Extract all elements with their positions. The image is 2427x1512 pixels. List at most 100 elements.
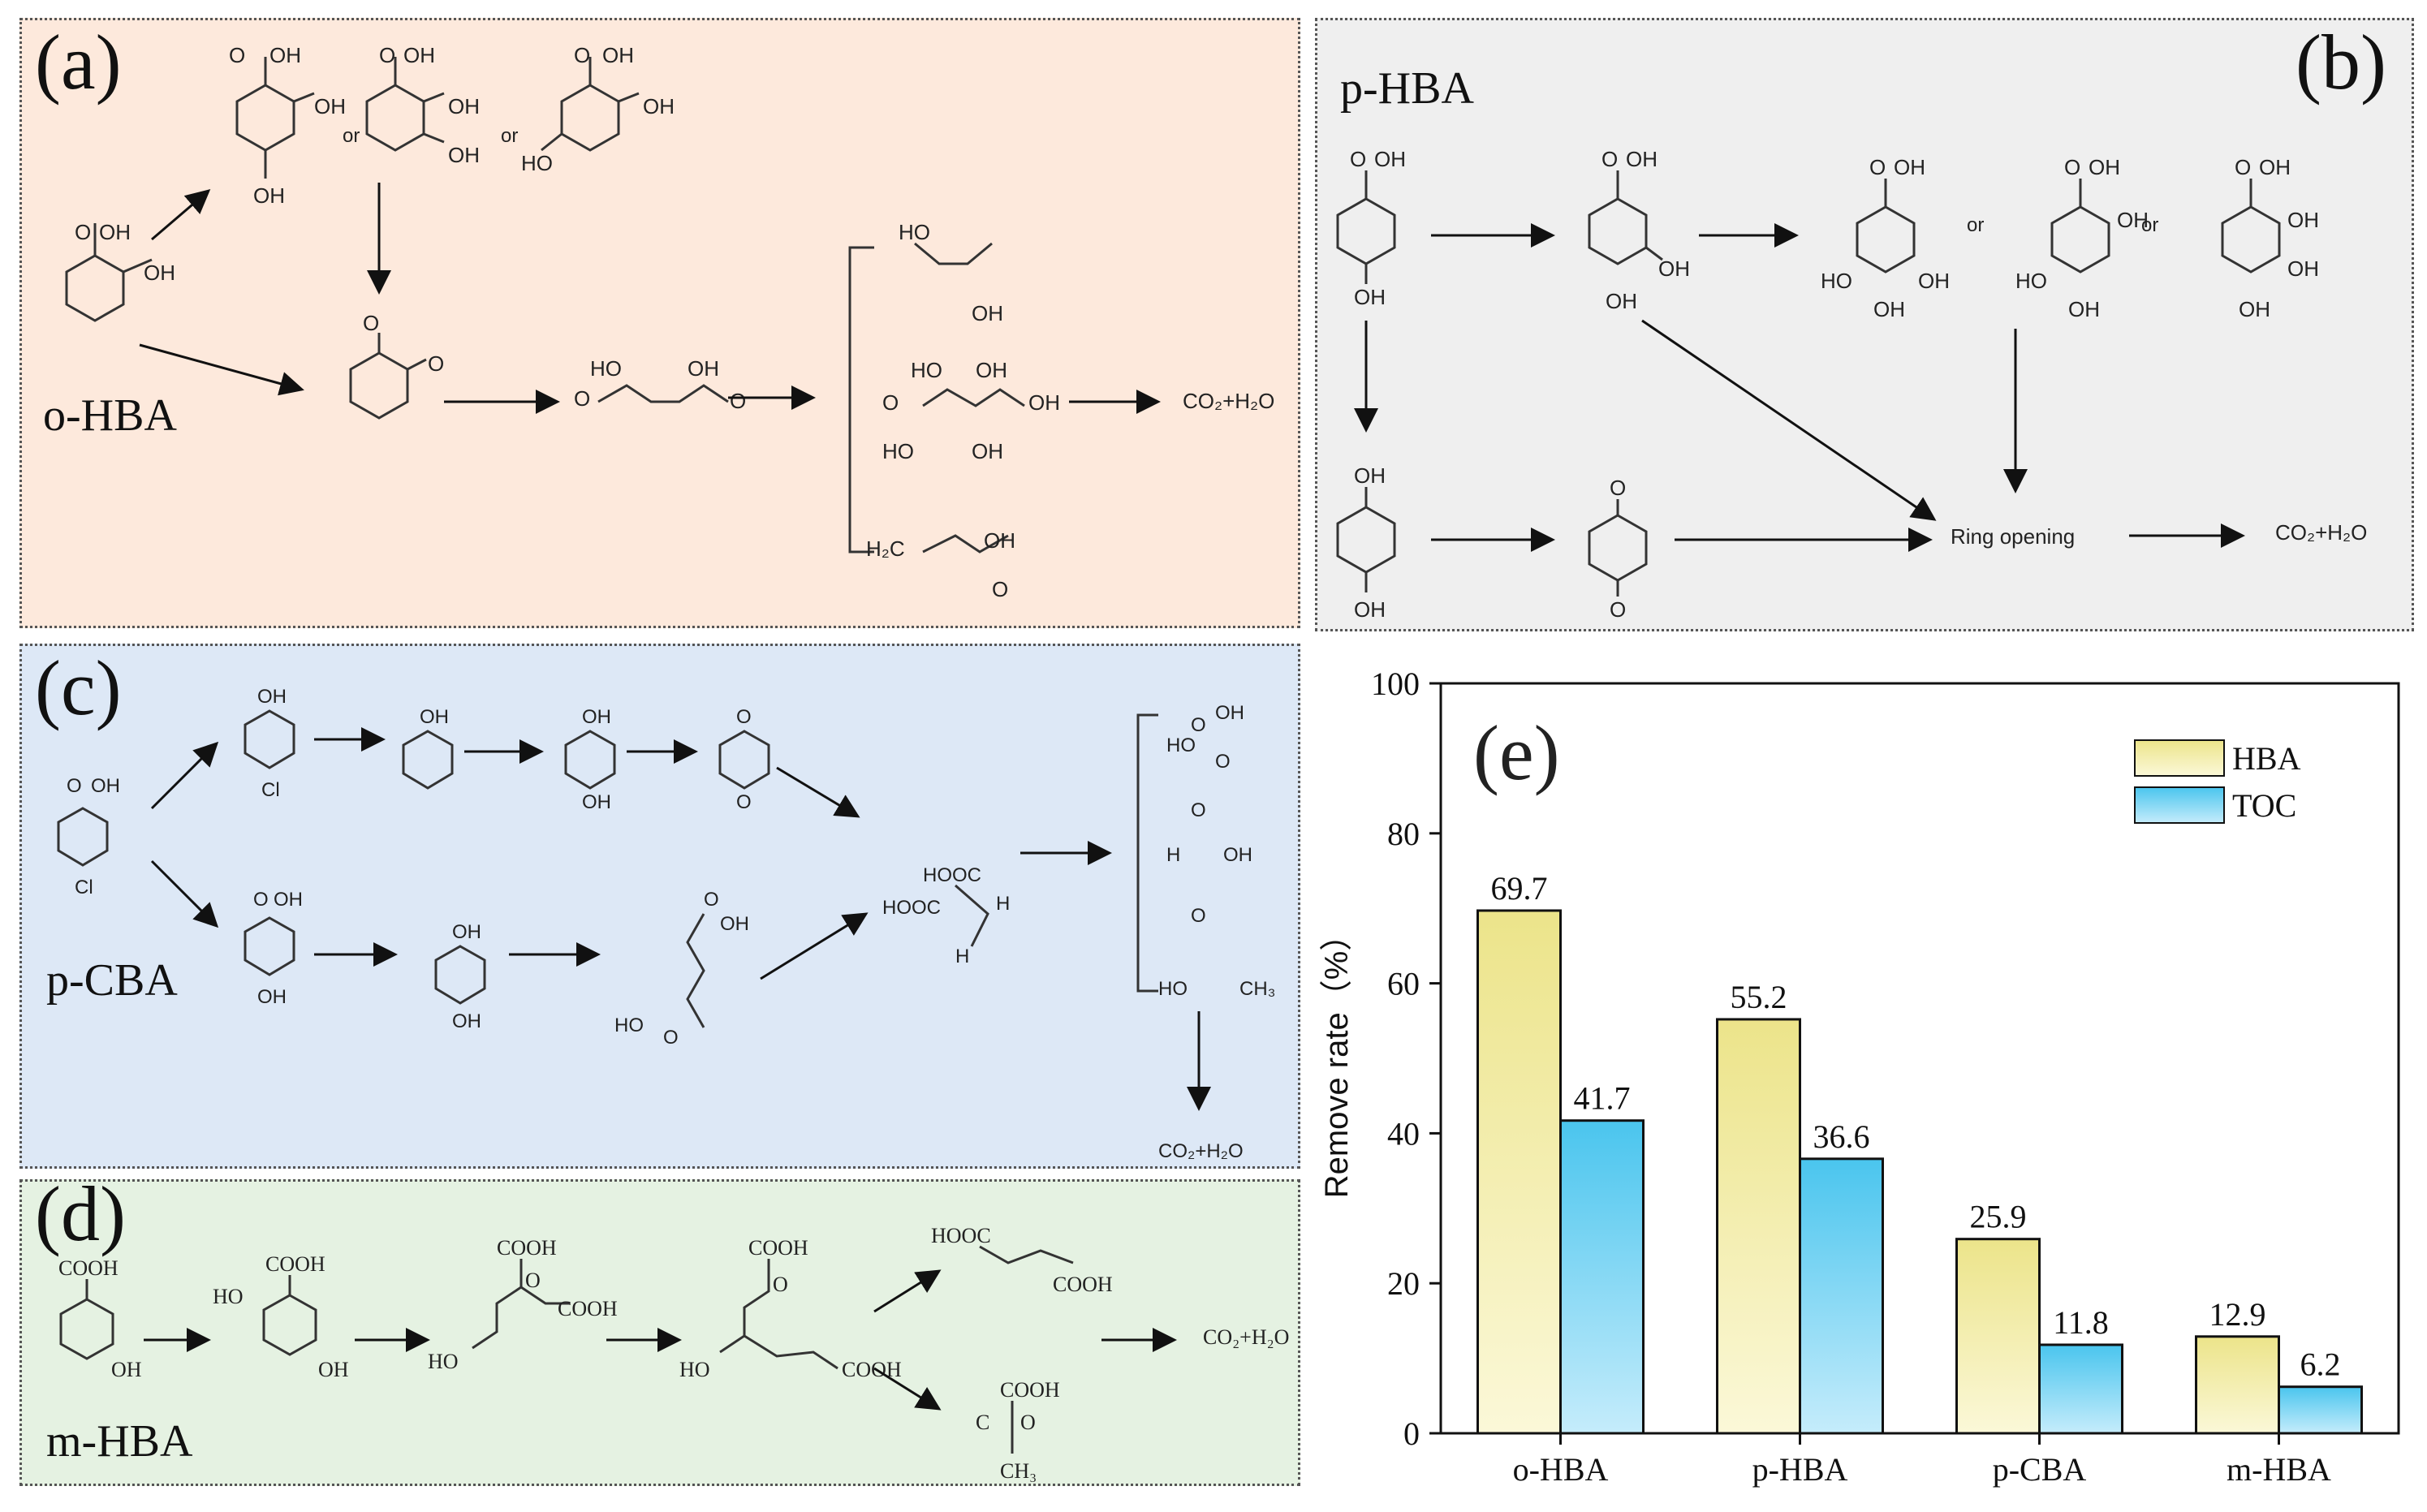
arrow-a1 [151, 189, 211, 241]
protocatechuic-ring [1588, 197, 1648, 265]
svg-text:O: O [663, 1027, 679, 1049]
svg-text:HOOC: HOOC [931, 1224, 991, 1247]
svg-text:HO: HO [590, 356, 622, 381]
legend-label-hba: HBA [2232, 740, 2301, 777]
svg-text:O: O [1350, 147, 1366, 171]
maleic-chain-c [955, 884, 989, 947]
svg-text:OH: OH [2287, 256, 2319, 281]
panel-a-label: (a) [35, 19, 122, 106]
svg-text:OH: OH [420, 706, 449, 728]
svg-text:OH: OH [144, 261, 175, 285]
gallic-ring [1856, 205, 1916, 274]
svg-text:OH: OH [448, 143, 480, 167]
svg-text:OH: OH [1606, 289, 1637, 313]
p-hba-ring-c [244, 916, 295, 976]
svg-text:O: O [1215, 751, 1231, 773]
svg-text:OH: OH [602, 43, 634, 67]
svg-text:HO: HO [911, 358, 942, 382]
svg-text:CH₃: CH₃ [1239, 978, 1275, 1000]
svg-text:H₂C: H₂C [866, 536, 905, 561]
svg-text:HO: HO [899, 220, 930, 244]
svg-text:O: O [1869, 155, 1886, 179]
svg-text:OH: OH [1626, 147, 1658, 171]
muconic-chain [686, 913, 705, 1028]
phenol-ring [402, 730, 454, 790]
data-label: 6.2 [2300, 1346, 2341, 1383]
arrow-b6 [1641, 319, 1937, 521]
svg-text:HO: HO [1821, 269, 1852, 293]
svg-text:OH: OH [448, 94, 480, 118]
svg-text:O: O [1601, 147, 1618, 171]
svg-text:OH: OH [1918, 269, 1950, 293]
arrow-d4 [873, 1269, 942, 1313]
svg-text:O: O [1191, 905, 1206, 927]
svg-text:HOOC: HOOC [923, 864, 981, 886]
trihydroxy-ring-1 [2050, 205, 2110, 274]
svg-text:HO: HO [882, 439, 914, 463]
svg-text:OH: OH [452, 921, 481, 943]
chlorophenol-ring [244, 709, 295, 769]
p-cba-ring [57, 807, 109, 867]
svg-text:HO: HO [428, 1350, 459, 1373]
svg-text:H: H [996, 893, 1010, 915]
bar-toc [1799, 1157, 1884, 1435]
panel-c-compound-name: p-CBA [46, 955, 178, 1006]
svg-text:OH: OH [2287, 208, 2319, 232]
or-label-b1: or [1967, 214, 1984, 236]
hydroquinone-ring-c1 [564, 730, 616, 790]
or-label-b2: or [2141, 214, 2158, 236]
svg-text:COOH: COOH [1053, 1273, 1113, 1296]
svg-text:Cl: Cl [75, 877, 93, 898]
svg-text:O: O [2064, 155, 2080, 179]
or-label-2: or [501, 125, 518, 147]
o-benzoquinone-ring [349, 351, 409, 420]
bar-hba [2195, 1335, 2280, 1435]
arrow-a3 [139, 343, 304, 396]
legend-swatch-toc [2134, 786, 2225, 824]
x-tick-label: m-HBA [2227, 1451, 2331, 1488]
svg-text:HO: HO [2015, 269, 2047, 293]
benzoquinone-ring-c [718, 730, 770, 790]
svg-text:O: O [1610, 597, 1626, 622]
panel-a-compound-name: o-HBA [43, 390, 177, 441]
bar-toc [2278, 1385, 2363, 1435]
dhba-23-ring [365, 84, 425, 152]
svg-text:OH: OH [2089, 155, 2120, 179]
svg-text:OH: OH [257, 686, 287, 708]
svg-text:H: H [1166, 844, 1180, 866]
products-bracket-c [1136, 713, 1158, 993]
svg-text:OH: OH [1873, 297, 1905, 321]
svg-text:COOH: COOH [497, 1236, 557, 1260]
bar-toc [1559, 1119, 1645, 1435]
arrow-d5 [873, 1367, 942, 1411]
data-label: 11.8 [2053, 1304, 2109, 1341]
svg-text:OH: OH [688, 356, 719, 381]
svg-text:HO: HO [213, 1285, 244, 1308]
svg-text:OH: OH [1215, 702, 1244, 724]
ring-cleavage-chain-1 [472, 1259, 570, 1350]
svg-text:OH: OH [403, 43, 435, 67]
svg-text:O: O [574, 43, 590, 67]
svg-text:OH: OH [257, 986, 287, 1008]
dhba-24-ring [235, 84, 295, 152]
fumaric-chain [979, 1245, 1074, 1264]
svg-text:OH: OH [2117, 208, 2149, 232]
svg-text:OH: OH [314, 94, 346, 118]
svg-text:COOH: COOH [265, 1252, 325, 1276]
svg-text:OH: OH [1354, 597, 1386, 622]
ring-cleavage-chain-2 [719, 1259, 838, 1370]
svg-text:OH: OH [1374, 147, 1406, 171]
svg-text:O: O [379, 43, 395, 67]
svg-text:OH: OH [274, 889, 303, 911]
plot-frame [1439, 682, 2400, 1435]
panel-a-o-hba-pathway: (a) o-HBA [19, 18, 1300, 628]
gentisic-ring [262, 1294, 317, 1356]
svg-text:OH: OH [269, 43, 301, 67]
svg-text:O: O [736, 791, 752, 813]
panel-d-compound-name: m-HBA [46, 1416, 193, 1467]
svg-text:OH: OH [2068, 297, 2100, 321]
svg-text:O: O [992, 577, 1008, 601]
